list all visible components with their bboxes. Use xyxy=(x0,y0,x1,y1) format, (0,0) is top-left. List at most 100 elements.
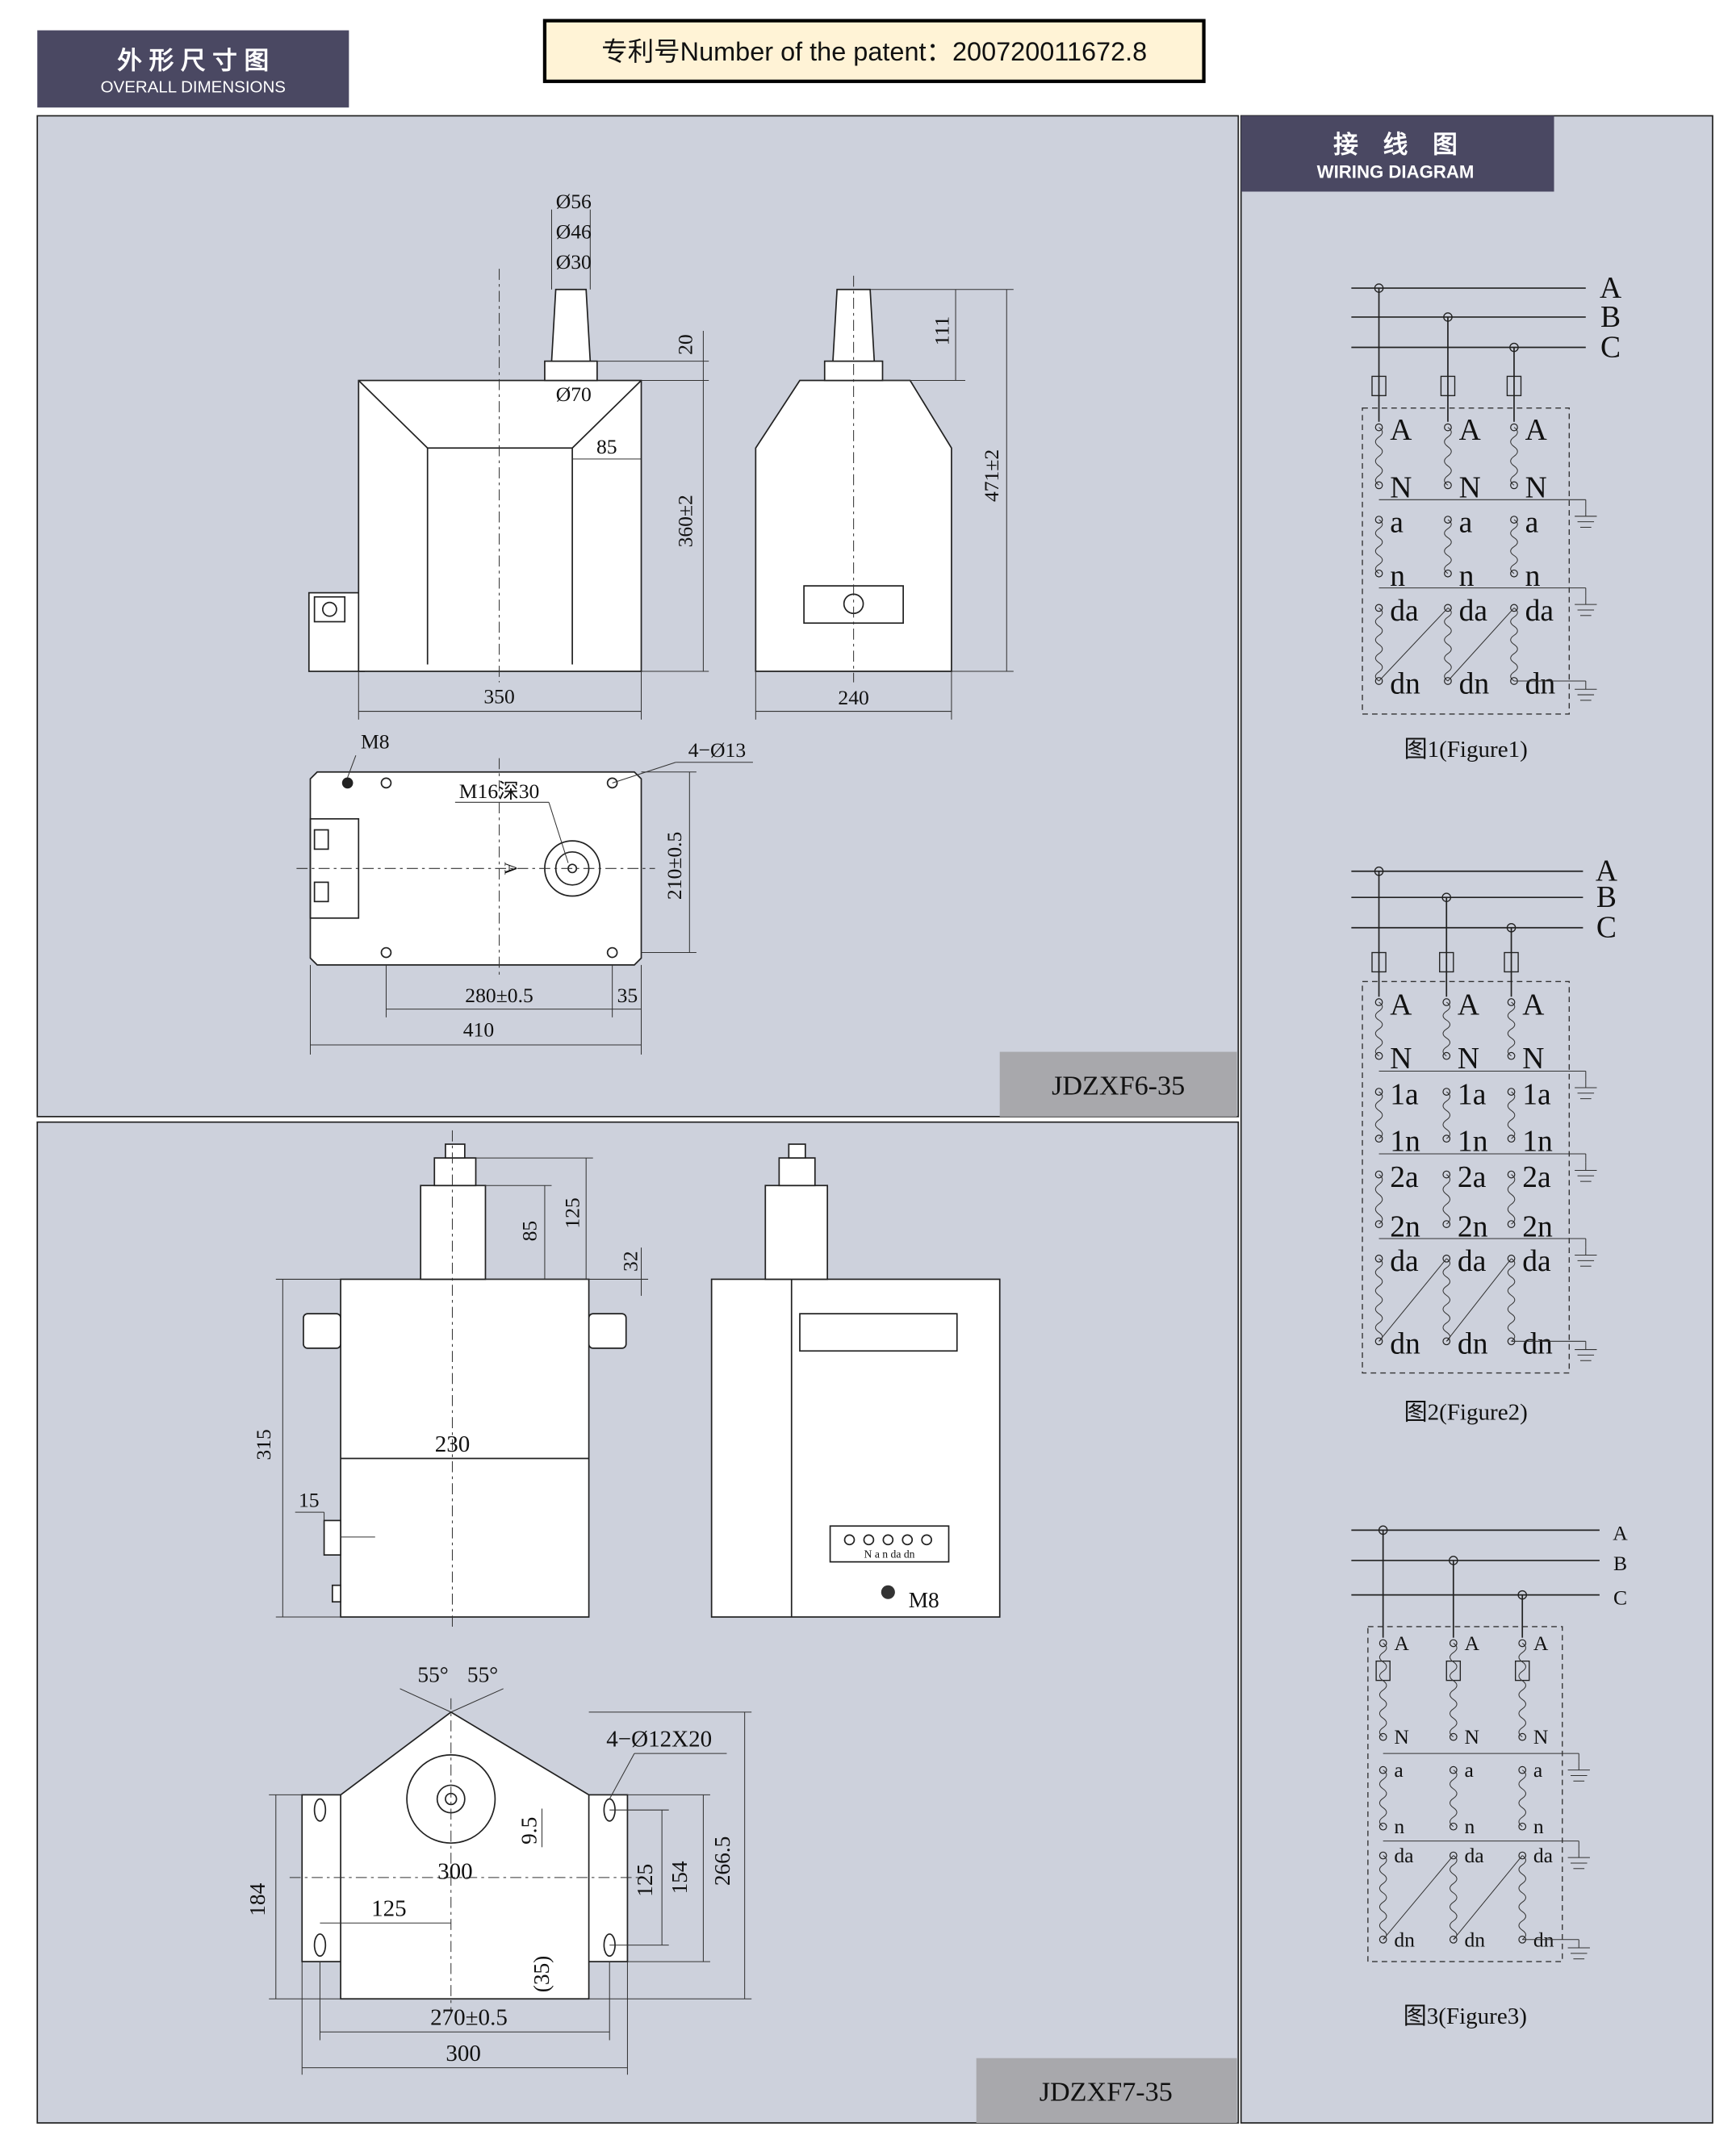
fuse-icon xyxy=(1439,951,1454,973)
figure-caption: 图1(Figure1) xyxy=(1404,737,1528,763)
terminal-label: a xyxy=(1459,506,1473,539)
dim-85: 85 xyxy=(596,435,617,458)
winding-coil xyxy=(1510,607,1518,682)
view-arrow-a: A xyxy=(500,862,521,875)
dim-angle-right: 55° xyxy=(467,1662,498,1686)
fuse-icon xyxy=(1504,951,1519,973)
terminal-label: da xyxy=(1394,1844,1414,1867)
terminal-icon xyxy=(1444,481,1452,490)
fuse-icon xyxy=(1506,375,1522,397)
junction-icon xyxy=(1441,892,1452,903)
junction-icon xyxy=(1509,342,1519,353)
terminal-icon xyxy=(1444,516,1452,524)
terminal-icon xyxy=(1449,1935,1458,1944)
terminal-label: A xyxy=(1390,988,1412,1022)
terminal-icon xyxy=(1510,423,1518,432)
terminal-icon xyxy=(1444,604,1452,612)
terminal-label: N xyxy=(1394,1725,1409,1749)
terminal-icon xyxy=(1507,1170,1516,1179)
terminal-icon xyxy=(1374,1088,1383,1096)
terminal-label: dn xyxy=(1525,667,1556,700)
bus-label: A xyxy=(1613,1521,1628,1544)
terminal-label: N xyxy=(1458,1042,1479,1076)
terminal-label: N xyxy=(1390,1042,1412,1076)
model1-label: JDZXF6-35 xyxy=(999,1051,1237,1117)
terminal-icon xyxy=(1449,1822,1458,1831)
winding-coil xyxy=(1507,1258,1516,1342)
dim-184: 184 xyxy=(245,1882,270,1916)
bus-label: C xyxy=(1613,1586,1627,1610)
bus-label: A xyxy=(1596,855,1617,888)
winding-coil xyxy=(1374,427,1383,486)
terminal-label: a xyxy=(1525,506,1539,539)
terminal-label: dn xyxy=(1522,1328,1553,1361)
terminal-label: dn xyxy=(1459,667,1490,700)
model2-name: JDZXF7-35 xyxy=(1040,2078,1173,2108)
terminal-icon xyxy=(1378,1639,1387,1648)
terminal-icon xyxy=(1374,1254,1383,1263)
winding-coil xyxy=(1510,519,1518,575)
delta-link xyxy=(1453,1855,1523,1941)
winding-coil xyxy=(1374,607,1383,682)
winding-coil xyxy=(1518,1855,1526,1941)
terminal-icon xyxy=(1374,423,1383,432)
terminal-icon xyxy=(1510,481,1518,490)
terminal-label: A xyxy=(1525,414,1547,447)
winding-coil xyxy=(1442,1001,1451,1057)
dim-35: 35 xyxy=(617,984,638,1007)
terminal-icon xyxy=(1507,998,1516,1006)
winding-coil xyxy=(1507,1174,1516,1225)
dim-471: 471±2 xyxy=(980,449,1003,502)
terminal-icon xyxy=(1442,1170,1451,1179)
winding-coil xyxy=(1442,1091,1451,1139)
terminal-label: A xyxy=(1459,414,1481,447)
winding-coil xyxy=(1450,1855,1458,1941)
dim-125-horizontal: 125 xyxy=(371,1896,407,1922)
terminal-label: 1a xyxy=(1458,1078,1487,1111)
junction-icon xyxy=(1517,1590,1528,1600)
terminal-icon xyxy=(1510,604,1518,612)
junction-icon xyxy=(1506,922,1517,933)
terminal-label: n xyxy=(1394,1815,1404,1838)
terminal-icon xyxy=(1449,1851,1458,1860)
dim-d46: Ø46 xyxy=(556,220,592,244)
winding-coil xyxy=(1507,1091,1516,1139)
terminal-icon xyxy=(1442,1134,1451,1143)
delta-link xyxy=(1378,1258,1447,1342)
dim-35-paren: (35) xyxy=(529,1956,554,1993)
terminal-label: A xyxy=(1464,1632,1479,1655)
terminal-label: da xyxy=(1522,1245,1551,1278)
terminal-label: N xyxy=(1464,1725,1479,1749)
terminal-label: 1n xyxy=(1390,1126,1420,1159)
terminal-label: A xyxy=(1522,988,1544,1022)
terminal-label: da xyxy=(1464,1844,1484,1867)
winding-coil xyxy=(1450,1770,1458,1828)
terminal-icon xyxy=(1442,1220,1451,1228)
terminal-label: n xyxy=(1390,560,1405,593)
dim-9-5: 9.5 xyxy=(517,1817,542,1845)
bus-label: B xyxy=(1596,881,1617,914)
bus-label: B xyxy=(1613,1552,1627,1575)
terminal-icon xyxy=(1378,1765,1387,1774)
terminal-label: n xyxy=(1459,560,1475,593)
terminal-label: A xyxy=(1458,988,1479,1022)
model2-label: JDZXF7-35 xyxy=(976,2058,1237,2123)
panel-wiring xyxy=(1240,115,1713,2124)
dim-85b: 85 xyxy=(518,1221,542,1242)
winding-coil xyxy=(1374,1091,1383,1139)
winding-coil xyxy=(1378,1643,1387,1738)
dim-300-inner: 300 xyxy=(437,1859,473,1885)
terminal-label: 1n xyxy=(1458,1126,1488,1159)
winding-coil xyxy=(1444,607,1452,682)
dim-154: 154 xyxy=(667,1861,692,1894)
terminal-label: N xyxy=(1522,1042,1544,1076)
model1-plan-view: M8 M16深30 4−Ø13 A 210±0.5 280±0.5 35 410 xyxy=(296,730,753,1055)
terminal-icon xyxy=(1444,569,1452,578)
model2-plan-view: 55° 55° 4−Ø12X20 300 9.5 125 125 154 266… xyxy=(245,1662,752,2075)
terminal-label: dn xyxy=(1394,1928,1415,1951)
delta-link xyxy=(1383,1855,1454,1941)
overall-dimensions-header: 外 形 尺 寸 图 OVERALL DIMENSIONS xyxy=(37,30,349,108)
